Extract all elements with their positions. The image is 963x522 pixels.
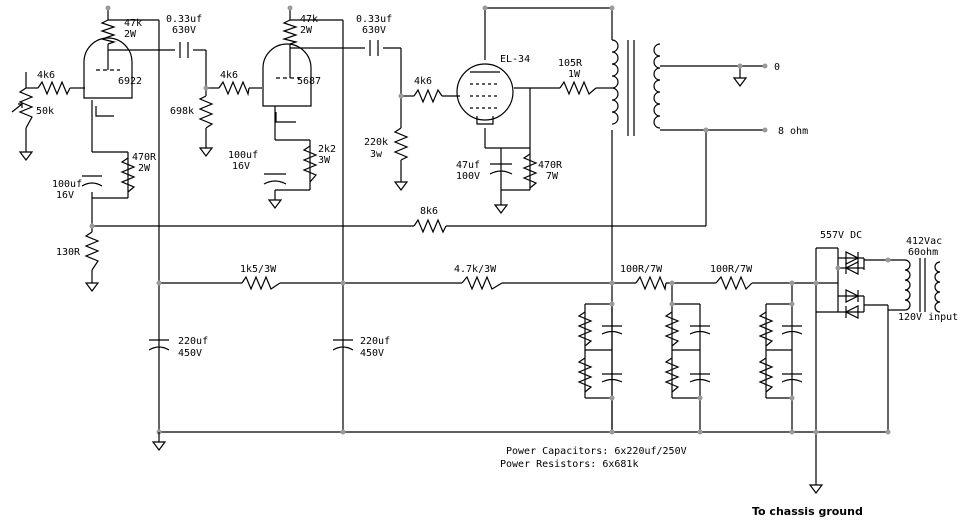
power-res-note: Power Resistors: 6x681k	[500, 459, 638, 470]
chassis-ground-note: To chassis ground	[752, 505, 863, 518]
supply-res4: 100R/7W	[710, 264, 753, 275]
dc-voltage: 557V DC	[820, 230, 862, 241]
junction-dots	[89, 5, 891, 435]
s1-cath-cap-rating: 16V	[56, 190, 74, 201]
power-caps-note: Power Capacitors: 6x220uf/250V	[506, 446, 687, 457]
out-cath-res-value: 470R	[538, 160, 563, 171]
s2-tube-name: 5687	[297, 76, 321, 87]
vacuum-tube-5687	[262, 43, 312, 123]
s1-cath-res-rating: 2W	[138, 163, 151, 174]
s1-fb-res: 130R	[56, 247, 81, 258]
pt-primary: 120V input	[898, 312, 958, 323]
out-cath-cap-value: 47uf	[456, 160, 480, 171]
out-grid-res: 4k6	[414, 76, 432, 87]
out-cath-res-rating: 7W	[546, 171, 559, 182]
capacitor-symbols	[81, 40, 803, 383]
s1-cath-cap-value: 100uf	[52, 179, 82, 190]
s1-cath-res-value: 470R	[132, 152, 157, 163]
output-transformer	[611, 39, 661, 136]
s2-plate-res-rating: 2W	[300, 25, 313, 36]
filter1-value: 220uf	[178, 336, 208, 347]
component-labels: 47k 2W 0.33uf 630V 6922 4k6 50k 470R 2W …	[36, 14, 958, 518]
s2-cath-res-rating: 3W	[318, 155, 331, 166]
s1-cap-value: 0.33uf	[166, 14, 202, 25]
s1-input-res: 4k6	[37, 70, 55, 81]
supply-res3: 100R/7W	[620, 264, 663, 275]
out-tube-name: EL-34	[500, 54, 530, 65]
bridge-rectifier	[844, 251, 860, 319]
s2-grid-res: 4k6	[220, 70, 238, 81]
s1-pot: 50k	[36, 106, 54, 117]
s2-cap-rating: 630V	[362, 25, 386, 36]
s2-cath-cap-rating: 16V	[232, 161, 250, 172]
resistor-symbols	[11, 19, 774, 393]
s2-cath-res-value: 2k2	[318, 144, 336, 155]
s1-cap-rating: 630V	[172, 25, 196, 36]
ground-symbols	[18, 77, 824, 494]
tap-0-label: 0	[774, 62, 780, 73]
wires	[25, 7, 905, 485]
s2-grid-leak: 698k	[170, 106, 194, 117]
supply-res2: 4.7k/3W	[454, 264, 497, 275]
pt-impedance: 60ohm	[908, 247, 938, 258]
feedback-res: 8k6	[420, 206, 438, 217]
vacuum-tube-6922	[83, 37, 133, 117]
out-screen-res-rating: 1W	[568, 69, 581, 80]
tap-8-label: 8 ohm	[778, 126, 808, 137]
supply-res1: 1k5/3W	[240, 264, 277, 275]
s1-plate-res-rating: 2W	[124, 29, 137, 40]
filter2-rating: 450V	[360, 348, 384, 359]
s2-cap-value: 0.33uf	[356, 14, 392, 25]
s2-cath-cap-value: 100uf	[228, 150, 258, 161]
filter2-value: 220uf	[360, 336, 390, 347]
s1-plate-res-value: 47k	[124, 18, 142, 29]
vacuum-tube-el34	[456, 63, 514, 125]
power-transformer	[888, 258, 941, 313]
filter1-rating: 450V	[178, 348, 202, 359]
out-grid-leak-value: 220k	[364, 137, 388, 148]
s2-plate-res-value: 47k	[300, 14, 318, 25]
s1-tube-name: 6922	[118, 76, 142, 87]
out-grid-leak-rating: 3w	[370, 149, 383, 160]
out-cath-cap-rating: 100V	[456, 171, 480, 182]
pt-secondary: 412Vac	[906, 236, 942, 247]
out-screen-res-value: 105R	[558, 58, 583, 69]
